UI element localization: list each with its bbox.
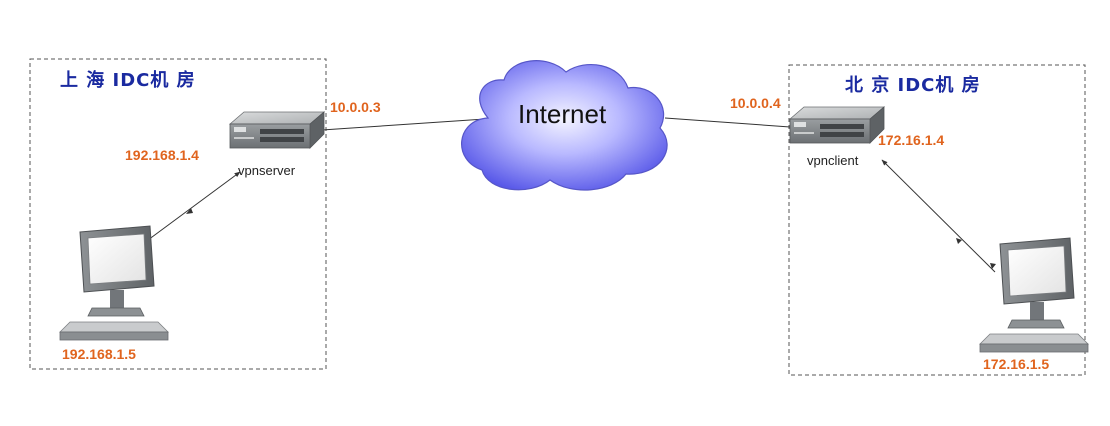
wan-link-shanghai (321, 117, 501, 131)
workstation-icon (59, 225, 169, 341)
zone-box-beijing (788, 64, 1086, 376)
server-name-shanghai: vpnserver (238, 163, 296, 178)
flow-marker (990, 263, 996, 269)
cloud-icon (461, 60, 668, 191)
client-ip-beijing: 172.16.1.5 (983, 356, 1049, 372)
server-icon (229, 111, 325, 149)
lan-ip-beijing-server: 172.16.1.4 (878, 132, 944, 148)
lan-link-shanghai (147, 171, 241, 241)
zone-title-shanghai: 上 海 IDC机 房 (60, 69, 196, 91)
client-ip-shanghai: 192.168.1.5 (62, 346, 136, 362)
flow-marker (956, 238, 962, 244)
server-icon (789, 106, 885, 144)
zone-box-shanghai (29, 58, 327, 370)
wan-link-beijing (664, 117, 791, 128)
wan-ip-beijing: 10.0.0.4 (730, 95, 781, 111)
lan-link-beijing (881, 159, 996, 273)
zone-title-beijing: 北 京 IDC机 房 (845, 74, 981, 96)
lan-ip-shanghai-server: 192.168.1.4 (125, 147, 199, 163)
server-name-beijing: vpnclient (807, 153, 859, 168)
cloud-label: Internet (518, 99, 607, 129)
flow-marker (186, 208, 193, 214)
workstation-icon (979, 237, 1089, 353)
wan-ip-shanghai: 10.0.0.3 (330, 99, 381, 115)
